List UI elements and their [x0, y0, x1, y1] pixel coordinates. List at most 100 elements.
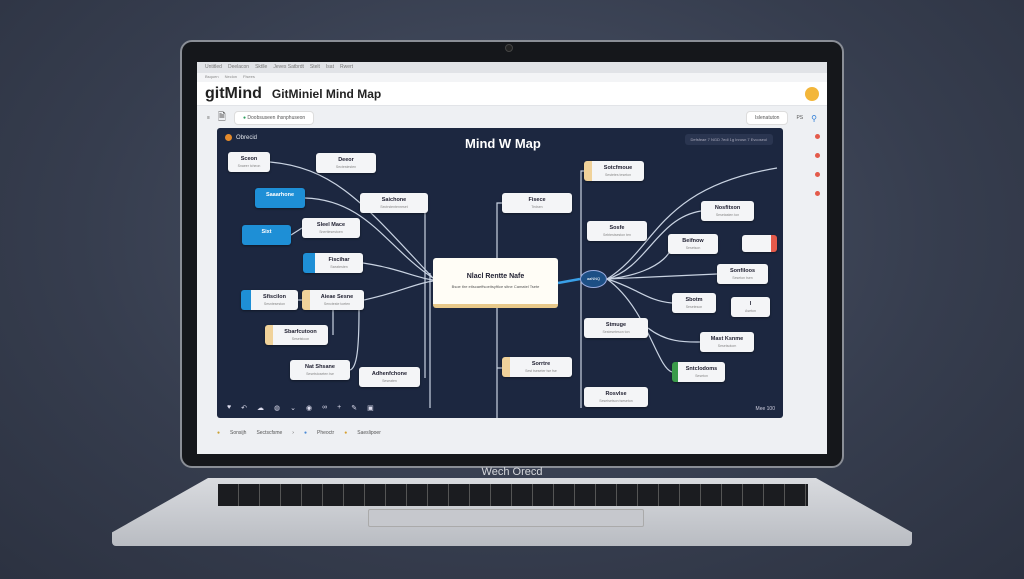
file-icon: ●: [303, 430, 307, 436]
menu-item[interactable]: Untitled: [205, 64, 222, 70]
node-subtitle: Sesetsotom: [717, 344, 737, 348]
document-tab-label: Doobsuseen ihsnphuseon: [247, 115, 306, 121]
submenu-item[interactable]: Neclon: [224, 74, 238, 79]
node-subtitle: Sectestesten: [335, 165, 357, 169]
menu-icon[interactable]: ≡: [207, 115, 210, 121]
node-title: Sonfiloos: [729, 268, 756, 274]
node-title: Sbarfcutoon: [284, 329, 317, 335]
menu-item[interactable]: Isat: [325, 64, 334, 70]
node-subtitle: Tedsen: [531, 205, 543, 209]
node-title: Saichone: [381, 197, 407, 203]
avatar[interactable]: [805, 86, 819, 101]
node-subtitle: Seseteson: [685, 305, 703, 309]
add-icon[interactable]: +: [337, 404, 342, 411]
mind-node[interactable]: Saaarhone: [255, 188, 305, 208]
canvas-header-label: Obrecid: [236, 134, 258, 141]
bottom-item[interactable]: Sectscfsme: [256, 430, 283, 436]
link-icon[interactable]: ∞: [322, 404, 328, 411]
rail-icon[interactable]: [814, 172, 820, 177]
node-title: Sleel Mace: [316, 222, 346, 228]
submenu-item[interactable]: Bsquen: [205, 74, 219, 79]
minus-icon[interactable]: ⌄: [290, 405, 297, 412]
node-title: Sotcfmoue: [603, 165, 633, 171]
rail-icon[interactable]: [814, 153, 820, 158]
rail-icon[interactable]: [814, 191, 820, 196]
bottom-item[interactable]: Pheoctr: [316, 430, 335, 436]
rail-icon[interactable]: [814, 134, 820, 139]
node-subtitle: Sseatesten: [330, 265, 348, 269]
central-node-subtitle: Bsoe tlre etlscaeffsoeitsyftlce sltne Ca…: [451, 284, 540, 289]
ps-label[interactable]: PS: [796, 115, 804, 121]
mind-node[interactable]: Sixt: [242, 225, 291, 245]
node-title: Deeor: [338, 157, 354, 163]
document-icon[interactable]: 🗎: [217, 111, 226, 123]
node-subtitle: Sestetes teseton: [604, 173, 632, 177]
node-title: Nat Shsane: [305, 364, 335, 370]
mind-map-canvas[interactable]: Obrecid Mind W Map Defsfeae 7 NGD 7edl 1…: [217, 128, 783, 418]
fullscreen-icon[interactable]: ▣: [367, 405, 374, 412]
submenu-item[interactable]: Flsees: [243, 74, 255, 79]
undo-icon[interactable]: ↶: [241, 405, 248, 412]
node-title: Nosfitxon: [714, 205, 741, 211]
node-subtitle: Sesteseteson ton: [602, 330, 630, 334]
node-title: Fisece: [528, 197, 546, 203]
menu-item[interactable]: Stelt: [309, 64, 320, 70]
menu-item[interactable]: Sktlle: [255, 64, 268, 70]
globe-icon[interactable]: ◍: [274, 405, 281, 412]
node-title: Sosfe: [609, 225, 625, 231]
pen-icon[interactable]: ✎: [351, 405, 358, 412]
node-subtitle: Sest tseseter tse fse: [525, 369, 557, 373]
node-subtitle: Sebtestseston ten: [602, 233, 632, 237]
node-subtitle: Aseton: [745, 309, 756, 313]
node-title: Sntclodoms: [685, 366, 718, 372]
menu-item[interactable]: Deelacon: [227, 64, 250, 70]
bottom-item[interactable]: Saeslipoer: [357, 430, 381, 436]
right-label[interactable]: Islenatuton: [746, 111, 789, 125]
node-title: Adhenfchone: [371, 371, 408, 377]
title-bar: gitMind GitMiniel Mind Map: [197, 82, 827, 106]
mind-node-flag[interactable]: [742, 235, 777, 252]
cloud-icon[interactable]: ☁: [257, 405, 265, 412]
node-subtitle: Sesetstoseten tse: [306, 372, 334, 376]
menu-item[interactable]: Jeves Satbrdt: [273, 64, 304, 70]
node-title: Saaarhone: [265, 192, 295, 198]
hub-node[interactable]: aaNNQ: [580, 270, 607, 288]
node-title: Beifnow: [682, 238, 704, 244]
share-icon[interactable]: ⚲: [811, 113, 817, 123]
menu-item[interactable]: Rwert: [339, 64, 354, 70]
node-subtitle: Sesetstoon: [291, 337, 310, 341]
bottom-item[interactable]: Sonsijh: [230, 430, 247, 436]
node-subtitle: Seseaten: [382, 379, 397, 383]
document-tab[interactable]: ● Doobsuseen ihsnphuseon: [233, 111, 315, 125]
zoom-level[interactable]: Mee 100: [755, 406, 775, 412]
canvas-tools[interactable]: Defsfeae 7 NGD 7edl 1g Inrosn 7 Evcoseol: [684, 134, 773, 145]
node-subtitle: Sencteste toeten: [323, 302, 351, 306]
heart-icon[interactable]: ♥: [227, 404, 232, 411]
eye-icon[interactable]: ◉: [306, 405, 313, 412]
node-title: Sbotm: [685, 297, 703, 303]
